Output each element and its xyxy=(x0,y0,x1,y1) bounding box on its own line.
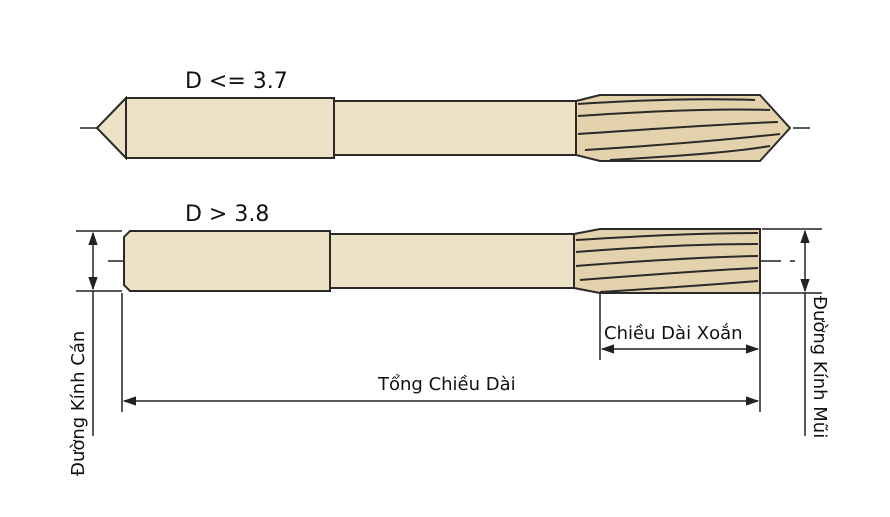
top-tool-label: D <= 3.7 xyxy=(185,69,288,94)
top-reamer: D <= 3.7 xyxy=(80,69,810,162)
top-flute-line xyxy=(577,121,779,135)
shank-diameter-label: Đường Kính Cán xyxy=(68,331,89,476)
bottom-flute-line xyxy=(575,232,759,241)
bottom-flute-line xyxy=(599,280,759,293)
overall-length-label: Tổng Chiều Dài xyxy=(377,374,516,395)
bottom-flute-line xyxy=(579,267,759,281)
top-shank xyxy=(125,97,335,159)
top-flute-line xyxy=(609,145,771,161)
top-shank-point xyxy=(95,95,127,161)
dimension-lines: Đường Kính Cán Đường Kính Mũi Chiều Dài … xyxy=(68,228,830,476)
bottom-flute-line xyxy=(575,243,759,253)
bottom-shank xyxy=(123,230,331,292)
top-flute-line xyxy=(584,133,781,151)
bottom-tool-label: D > 3.8 xyxy=(185,202,269,227)
bottom-reamer: D > 3.8 xyxy=(108,202,795,294)
tip-diameter-label: Đường Kính Mũi xyxy=(809,296,830,438)
top-flute-line xyxy=(577,98,756,105)
top-flute-line xyxy=(577,108,771,117)
top-neck xyxy=(333,100,581,156)
bottom-neck xyxy=(329,233,577,289)
flute-length-label: Chiều Dài Xoắn xyxy=(604,323,743,344)
bottom-flute-line xyxy=(575,255,759,267)
